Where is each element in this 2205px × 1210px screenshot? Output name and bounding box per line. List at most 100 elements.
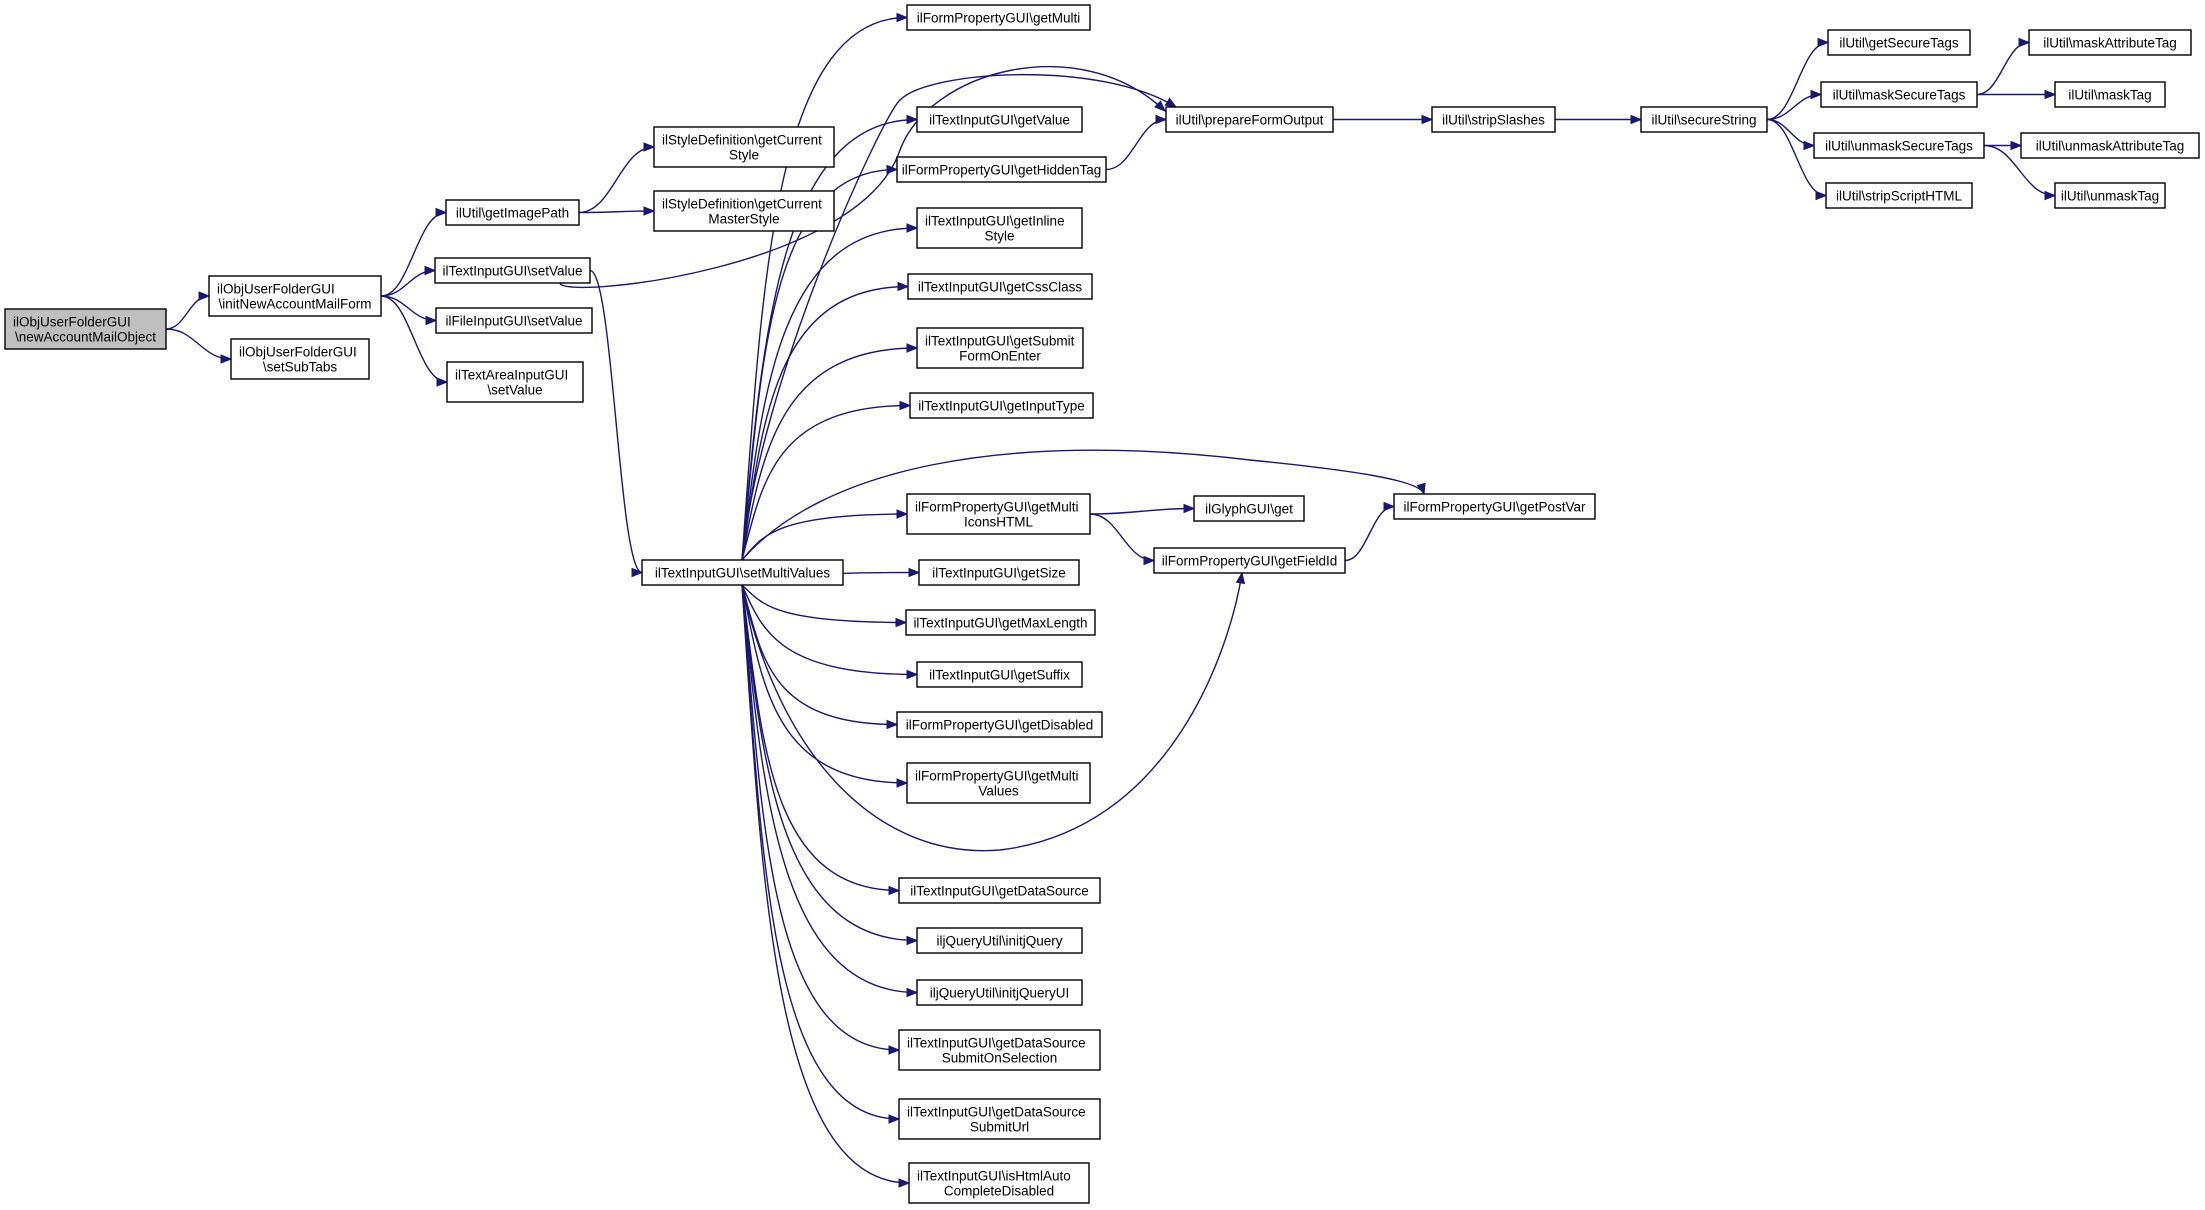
edge-maskSecureTags-to-maskAttributeTag [1976, 37, 2031, 96]
node-box [653, 190, 835, 232]
node-initNewAccountMailForm[interactable]: ilObjUserFolderGUI\initNewAccountMailFor… [208, 275, 382, 317]
edge-arrowhead [906, 935, 919, 946]
node-label: ilTextInputGUI\getMaxLength [913, 616, 1087, 631]
node-label: ilUtil\prepareFormOutput [1176, 113, 1324, 128]
edge-line [165, 295, 210, 330]
node-label: ilUtil\unmaskSecureTags [1825, 139, 1973, 154]
node-getPostVar[interactable]: ilFormPropertyGUI\getPostVar [1393, 493, 1596, 520]
node-stripSlashes[interactable]: ilUtil\stripSlashes [1431, 106, 1556, 133]
node-label: ilFormPropertyGUI\getHiddenTag [902, 163, 1102, 178]
node-getDataSourceSubmitOnSelection[interactable]: ilTextInputGUI\getDataSourceSubmitOnSele… [898, 1029, 1101, 1071]
edge-line [741, 404, 911, 561]
node-fi_setValue[interactable]: ilFileInputGUI\setValue [435, 307, 593, 334]
edge-line [578, 210, 655, 214]
edge-arrowhead [888, 885, 901, 896]
node-box [916, 661, 1083, 688]
node-newAccountMailObject[interactable]: ilObjUserFolderGUI\newAccountMailObject [4, 308, 167, 350]
node-isHtmlAutoCompleteDisabled[interactable]: ilTextInputGUI\isHtmlAutoCompleteDisable… [908, 1162, 1090, 1204]
edge-arrowhead [898, 1178, 911, 1188]
edge-arrowhead [888, 1045, 901, 1055]
node-box [898, 877, 1101, 904]
node-ti_setValue[interactable]: ilTextInputGUI\setValue [434, 257, 591, 284]
node-initjQueryUI[interactable]: iljQueryUtil\initjQueryUI [916, 979, 1083, 1006]
node-initjQuery[interactable]: iljQueryUtil\initjQuery [916, 927, 1083, 954]
node-setSubTabs[interactable]: ilObjUserFolderGUI\setSubTabs [230, 338, 370, 380]
edge-arrowhead [908, 567, 921, 578]
edge-line [741, 584, 908, 784]
node-label: ilObjUserFolderGUI [239, 345, 357, 360]
node-getSuffix[interactable]: ilTextInputGUI\getSuffix [916, 661, 1083, 688]
node-box [1820, 81, 1978, 108]
node-box [916, 979, 1083, 1006]
node-maskTag[interactable]: ilUtil\maskTag [2054, 81, 2166, 108]
node-box [908, 1162, 1090, 1204]
node-label: FormOnEnter [959, 349, 1041, 364]
edge-setMultiValues-to-getFieldId [741, 571, 1246, 852]
node-getDisabled[interactable]: ilFormPropertyGUI\getDisabled [896, 711, 1103, 738]
node-getGlyph[interactable]: ilGlyphGUI\get [1193, 495, 1305, 522]
node-maskAttributeTag[interactable]: ilUtil\maskAttributeTag [2028, 29, 2192, 56]
edge-setMultiValues-to-getMulti [741, 12, 909, 561]
node-unmaskAttributeTag[interactable]: ilUtil\unmaskAttributeTag [2020, 132, 2200, 159]
node-label: ilTextInputGUI\getInline [925, 214, 1065, 229]
node-label: CompleteDisabled [944, 1184, 1054, 1199]
edge-arrowhead [2044, 190, 2057, 201]
node-box [906, 493, 1091, 535]
node-getSecureTags[interactable]: ilUtil\getSecureTags [1827, 29, 1971, 56]
edge-setMultiValues-to-prepareFormOutput [741, 73, 1178, 561]
edge-arrowhead [1416, 482, 1426, 496]
edge-line [741, 572, 1243, 852]
edge-line [741, 73, 1177, 561]
node-label: SubmitUrl [970, 1120, 1029, 1135]
edge-arrowhead [1383, 501, 1396, 512]
node-box [2028, 29, 2192, 56]
node-label: ilTextInputGUI\getValue [929, 113, 1070, 128]
node-maskSecureTags[interactable]: ilUtil\maskSecureTags [1820, 81, 1978, 108]
node-getCssClass[interactable]: ilTextInputGUI\getCssClass [907, 273, 1093, 300]
edge-setMultiValues-to-getMaxLength [741, 584, 908, 628]
node-box [916, 927, 1083, 954]
node-label: ilUtil\secureString [1651, 113, 1756, 128]
node-getValue[interactable]: ilTextInputGUI\getValue [916, 106, 1083, 133]
node-getFieldId[interactable]: ilFormPropertyGUI\getFieldId [1153, 547, 1346, 574]
node-setMultiValues[interactable]: ilTextInputGUI\setMultiValues [641, 559, 844, 586]
edge-line [741, 584, 918, 942]
node-label: ilUtil\maskSecureTags [1833, 88, 1966, 103]
edge-setMultiValues-to-getMultiIconsHTML [741, 509, 909, 561]
node-getMulti[interactable]: ilFormPropertyGUI\getMulti [906, 4, 1091, 31]
node-label: ilTextAreaInputGUI [455, 368, 568, 383]
node-box [906, 762, 1091, 804]
node-getDataSource[interactable]: ilTextInputGUI\getDataSource [898, 877, 1101, 904]
node-stripScriptHTML[interactable]: ilUtil\stripScriptHTML [1825, 182, 1973, 209]
node-secureString[interactable]: ilUtil\secureString [1640, 106, 1768, 133]
node-getImagePath[interactable]: ilUtil\getImagePath [445, 199, 580, 226]
node-getInputType[interactable]: ilTextInputGUI\getInputType [909, 392, 1094, 419]
node-label: ilTextInputGUI\getInputType [918, 399, 1085, 414]
node-prepareFormOutput[interactable]: ilUtil\prepareFormOutput [1165, 106, 1334, 133]
node-label: ilTextInputGUI\setMultiValues [655, 566, 831, 581]
node-box [896, 711, 1103, 738]
node-unmaskTag[interactable]: ilUtil\unmaskTag [2054, 182, 2166, 209]
edge-line [589, 269, 643, 574]
node-unmaskSecureTags[interactable]: ilUtil\unmaskSecureTags [1813, 132, 1985, 159]
edge-line [741, 584, 918, 994]
node-ta_setValue[interactable]: ilTextAreaInputGUI\setValue [446, 361, 584, 403]
node-label: ilFileInputGUI\setValue [445, 314, 582, 329]
node-label: ilTextInputGUI\getCssClass [918, 280, 1083, 295]
edge-secureString-to-stripScriptHTML [1766, 118, 1828, 201]
node-getMaxLength[interactable]: ilTextInputGUI\getMaxLength [905, 609, 1096, 636]
node-getSize[interactable]: ilTextInputGUI\getSize [918, 559, 1080, 586]
edge-setMultiValues-to-getDisabled [741, 584, 899, 730]
edge-setMultiValues-to-getMultiValues [741, 584, 909, 788]
node-getHiddenTag[interactable]: ilFormPropertyGUI\getHiddenTag [896, 156, 1107, 183]
edge-line [1766, 118, 1815, 147]
node-box [1165, 106, 1334, 133]
